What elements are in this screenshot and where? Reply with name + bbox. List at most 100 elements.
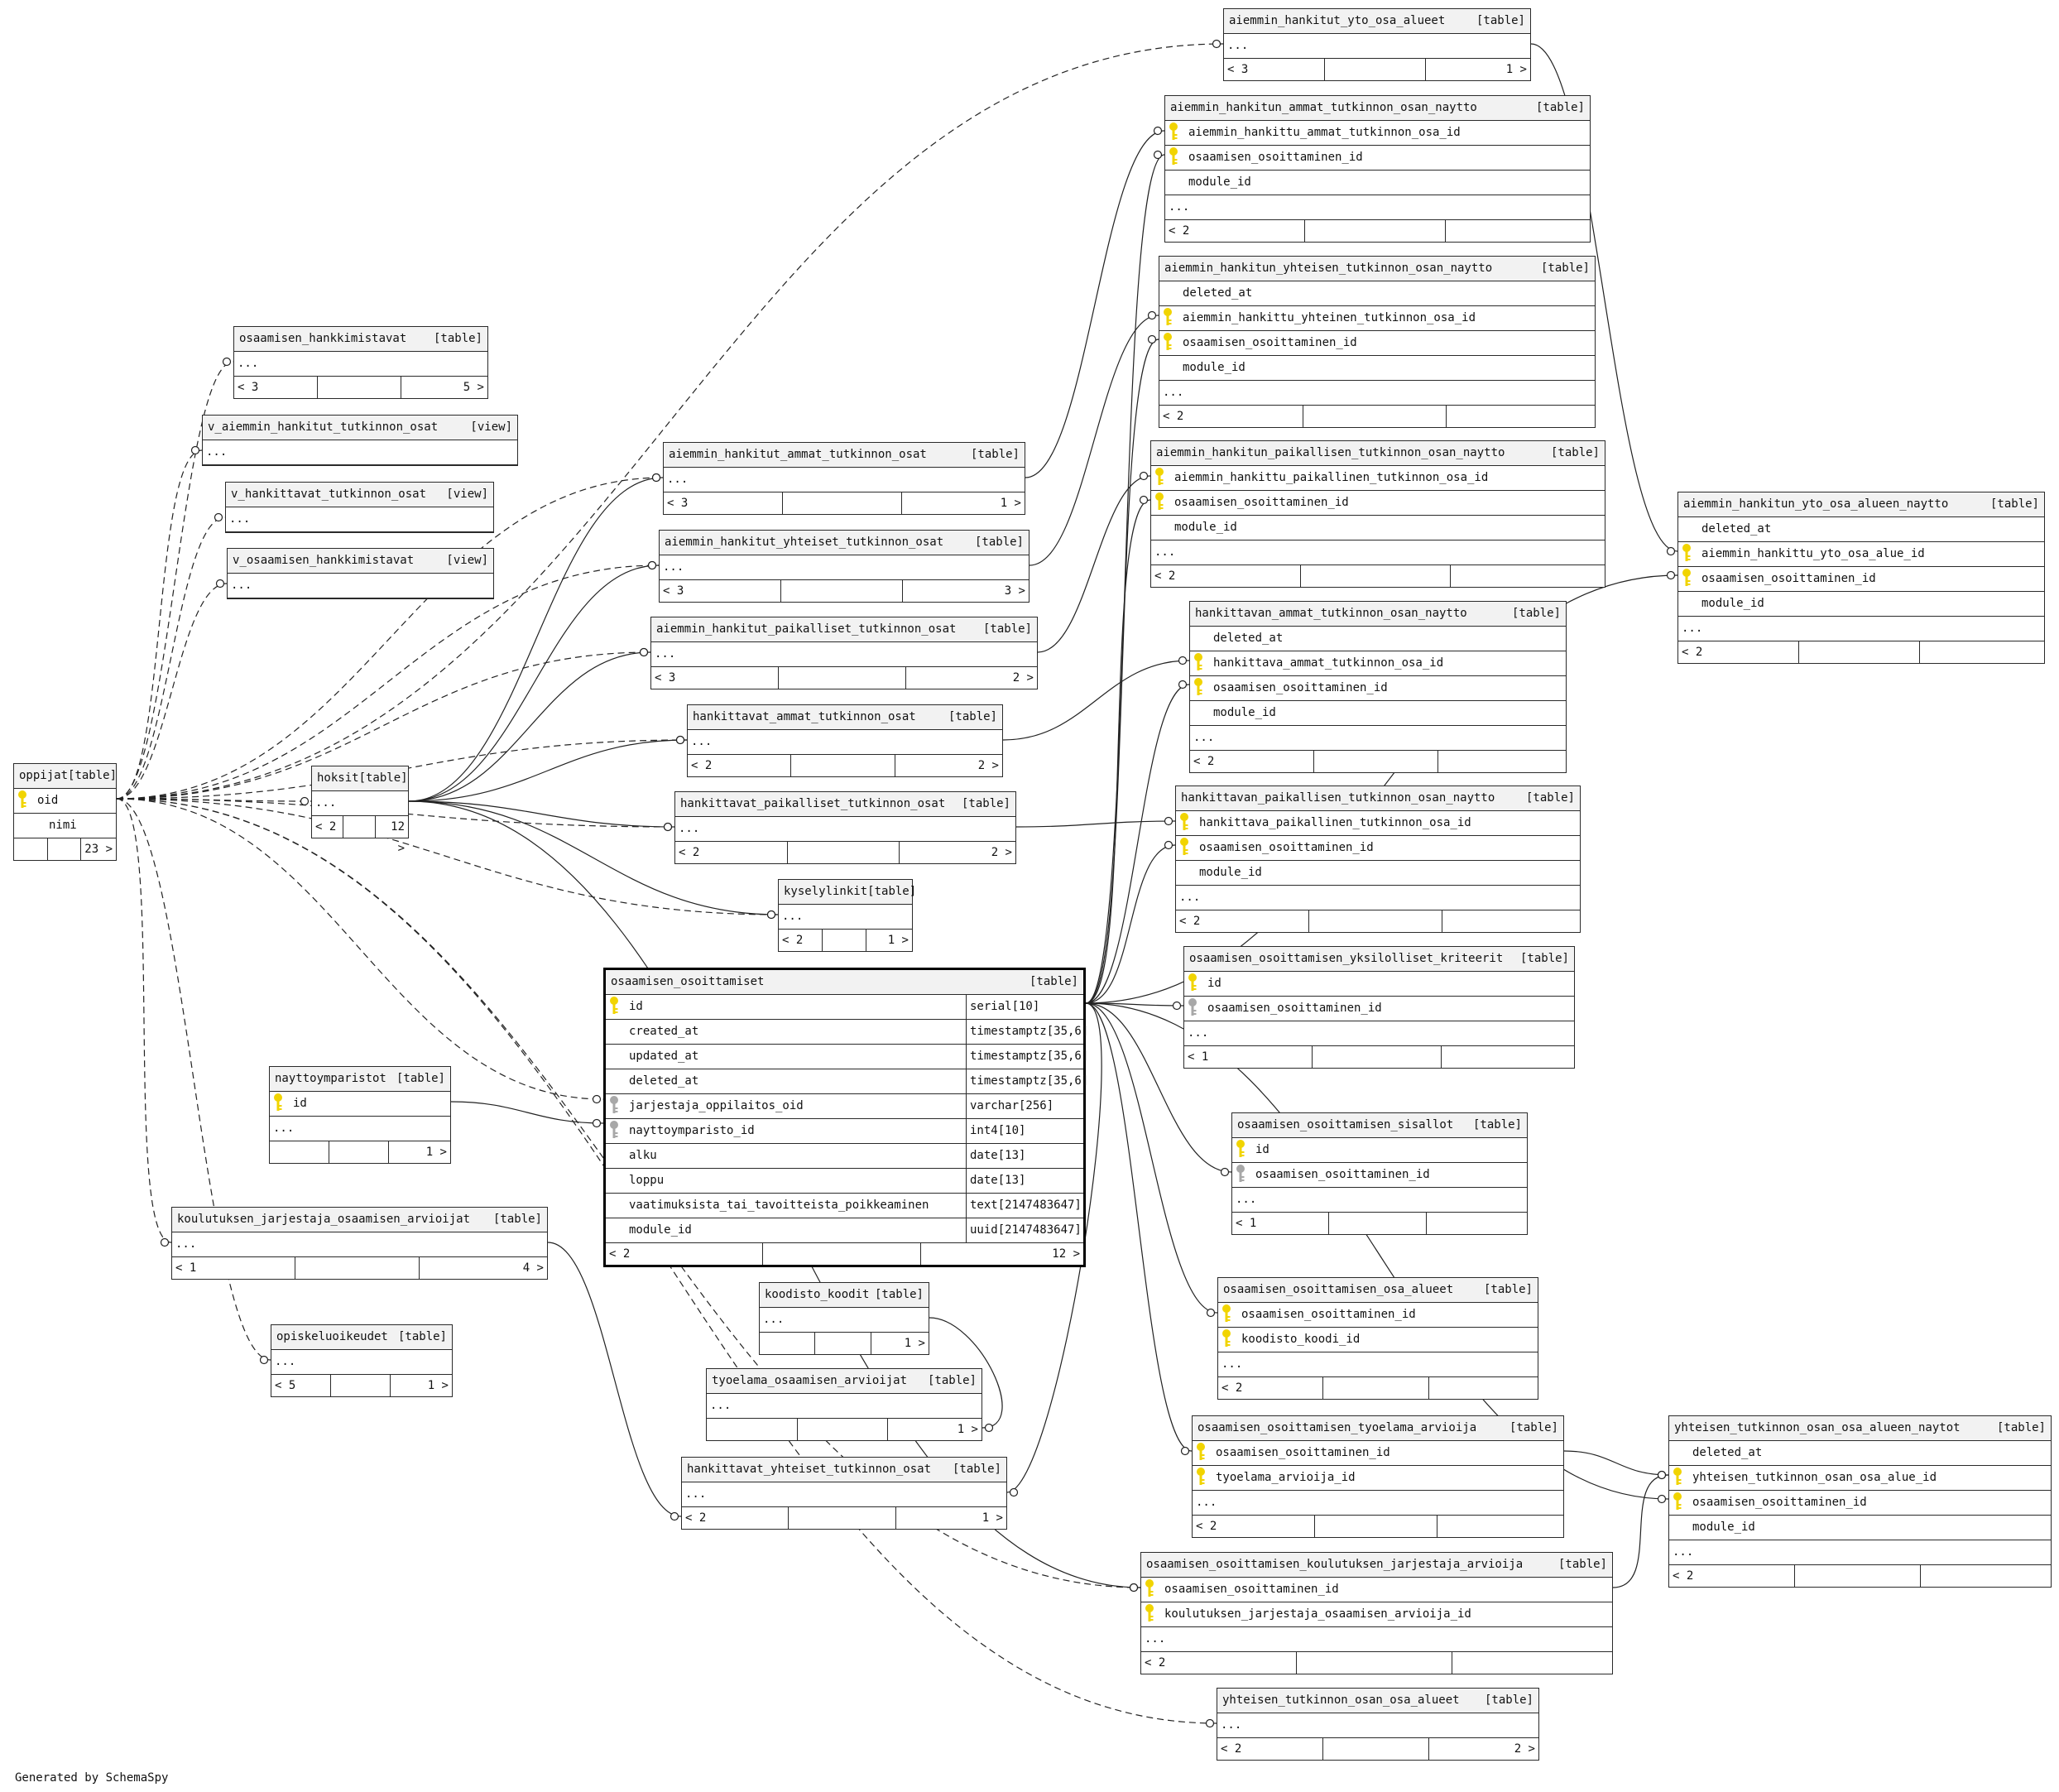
column-row[interactable]: aiemmin_hankittu_paikallinen_tutkinnon_o… xyxy=(1151,466,1605,491)
children-count[interactable]: < 2 xyxy=(1678,641,1799,663)
parents-count[interactable]: 1 > xyxy=(1000,497,1021,510)
more-columns-ellipsis[interactable]: ... xyxy=(1232,1188,1527,1213)
more-columns-ellipsis[interactable]: ... xyxy=(760,1308,929,1333)
table-header[interactable]: yhteisen_tutkinnon_osan_osa_alueet[table… xyxy=(1217,1689,1538,1713)
table-v-osaamisen-hankkimistavat[interactable]: v_osaamisen_hankkimistavat[view]... xyxy=(227,548,494,599)
table-header[interactable]: opiskeluoikeudet[table] xyxy=(271,1325,452,1350)
children-count[interactable]: < 2 xyxy=(606,1243,764,1265)
table-header[interactable]: osaamisen_osoittamiset[table] xyxy=(606,970,1083,995)
table-aiemmin-hankitut-yto-osa-alueet[interactable]: aiemmin_hankitut_yto_osa_alueet[table]..… xyxy=(1223,8,1531,81)
more-columns-ellipsis[interactable]: ... xyxy=(271,1350,452,1375)
column-row[interactable]: module_id xyxy=(1669,1516,2051,1540)
more-columns-ellipsis[interactable]: ... xyxy=(688,730,1002,755)
children-count[interactable]: < 3 xyxy=(651,667,779,689)
column-row[interactable]: osaamisen_osoittaminen_id xyxy=(1193,1441,1563,1466)
column-row[interactable]: osaamisen_osoittaminen_id xyxy=(1176,836,1580,861)
more-columns-ellipsis[interactable]: ... xyxy=(1190,726,1566,751)
children-count[interactable]: < 2 xyxy=(682,1507,790,1529)
column-row[interactable]: osaamisen_osoittaminen_id xyxy=(1141,1578,1612,1602)
table-osaamisen-osoittamisen-yksilolliset-kriteerit[interactable]: osaamisen_osoittamisen_yksilolliset_krit… xyxy=(1183,946,1575,1069)
column-row[interactable]: osaamisen_osoittaminen_id xyxy=(1151,491,1605,516)
table-tyoelama-osaamisen-arvioijat[interactable]: tyoelama_osaamisen_arvioijat[table]...1 … xyxy=(706,1368,982,1441)
parents-count[interactable] xyxy=(1921,1565,2051,1587)
table-hankittavat-paikalliset-tutkinnon-osat[interactable]: hankittavat_paikalliset_tutkinnon_osat[t… xyxy=(674,791,1016,864)
parents-count[interactable]: 1 > xyxy=(887,934,909,947)
table-header[interactable]: hoksit[table] xyxy=(312,766,408,791)
children-count[interactable]: < 2 xyxy=(779,930,823,951)
parents-count[interactable]: 1 > xyxy=(1505,63,1527,76)
more-columns-ellipsis[interactable]: ... xyxy=(1678,617,2044,641)
children-count[interactable]: < 2 xyxy=(1217,1738,1324,1760)
more-columns-ellipsis[interactable]: ... xyxy=(1141,1627,1612,1652)
children-count[interactable]: < 2 xyxy=(1165,220,1306,242)
children-count[interactable]: < 2 xyxy=(1669,1565,1796,1587)
table-header[interactable]: aiemmin_hankitut_yhteiset_tutkinnon_osat… xyxy=(660,531,1029,555)
table-koulutuksen-jarjestaja-osaamisen-arvioijat[interactable]: koulutuksen_jarjestaja_osaamisen_arvioij… xyxy=(171,1207,548,1280)
table-osaamisen-osoittamisen-osa-alueet[interactable]: osaamisen_osoittamisen_osa_alueet[table]… xyxy=(1217,1277,1538,1400)
children-count[interactable]: < 2 xyxy=(1218,1377,1324,1399)
more-columns-ellipsis[interactable]: ... xyxy=(660,555,1029,580)
table-aiemmin-hankitun-paikallisen-tutkinnon-osan-naytto[interactable]: aiemmin_hankitun_paikallisen_tutkinnon_o… xyxy=(1150,440,1605,588)
parents-count[interactable] xyxy=(1920,641,2044,663)
table-header[interactable]: osaamisen_hankkimistavat[table] xyxy=(234,327,487,352)
more-columns-ellipsis[interactable]: ... xyxy=(203,440,517,465)
column-row[interactable]: deleted_at xyxy=(1678,517,2044,542)
parents-count[interactable] xyxy=(1427,1213,1527,1234)
more-columns-ellipsis[interactable]: ... xyxy=(234,352,487,377)
parents-count[interactable]: 1 > xyxy=(904,1337,925,1350)
table-osaamisen-osoittamisen-sisallot[interactable]: osaamisen_osoittamisen_sisallot[table]id… xyxy=(1231,1112,1528,1235)
table-hankittavan-paikallisen-tutkinnon-osan-naytto[interactable]: hankittavan_paikallisen_tutkinnon_osan_n… xyxy=(1175,786,1581,933)
children-count[interactable]: < 1 xyxy=(1232,1213,1330,1234)
children-count[interactable]: < 2 xyxy=(1176,910,1310,932)
column-row[interactable]: nimi xyxy=(14,814,116,838)
column-row[interactable]: id xyxy=(1232,1138,1527,1163)
more-columns-ellipsis[interactable]: ... xyxy=(651,642,1037,667)
more-columns-ellipsis[interactable]: ... xyxy=(1224,34,1530,59)
table-header[interactable]: aiemmin_hankitun_paikallisen_tutkinnon_o… xyxy=(1151,441,1605,466)
column-row[interactable]: aiemmin_hankittu_yto_osa_alue_id xyxy=(1678,542,2044,567)
table-header[interactable]: hankittavat_ammat_tutkinnon_osat[table] xyxy=(688,705,1002,730)
table-aiemmin-hankitun-yto-osa-alueen-naytto[interactable]: aiemmin_hankitun_yto_osa_alueen_naytto[t… xyxy=(1677,492,2045,664)
table-header[interactable]: aiemmin_hankitut_yto_osa_alueet[table] xyxy=(1224,9,1530,34)
table-aiemmin-hankitut-paikalliset-tutkinnon-osat[interactable]: aiemmin_hankitut_paikalliset_tutkinnon_o… xyxy=(650,617,1038,689)
parents-count[interactable] xyxy=(1446,220,1590,242)
table-hankittavat-yhteiset-tutkinnon-osat[interactable]: hankittavat_yhteiset_tutkinnon_osat[tabl… xyxy=(681,1457,1007,1530)
column-row[interactable]: deleted_at xyxy=(1190,627,1566,651)
column-row[interactable]: osaamisen_osoittaminen_id xyxy=(1232,1163,1527,1188)
parents-count[interactable]: 2 > xyxy=(1514,1742,1535,1756)
table-header[interactable]: aiemmin_hankitun_ammat_tutkinnon_osan_na… xyxy=(1165,96,1590,121)
column-row[interactable]: module_id xyxy=(1151,516,1605,540)
table-header[interactable]: v_osaamisen_hankkimistavat[view] xyxy=(228,549,493,574)
table-header[interactable]: aiemmin_hankitut_ammat_tutkinnon_osat[ta… xyxy=(664,443,1025,468)
column-row[interactable]: osaamisen_osoittaminen_id xyxy=(1669,1491,2051,1516)
table-header[interactable]: koodisto_koodit[table] xyxy=(760,1283,929,1308)
column-row[interactable]: oid xyxy=(14,789,116,814)
table-header[interactable]: v_hankittavat_tutkinnon_osat[view] xyxy=(226,483,493,507)
more-columns-ellipsis[interactable]: ... xyxy=(226,507,493,532)
more-columns-ellipsis[interactable]: ... xyxy=(1669,1540,2051,1565)
more-columns-ellipsis[interactable]: ... xyxy=(779,905,912,930)
parents-count[interactable]: 12 > xyxy=(1052,1247,1080,1261)
more-columns-ellipsis[interactable]: ... xyxy=(1184,1021,1574,1046)
parents-count[interactable]: 23 > xyxy=(84,843,113,856)
column-row[interactable]: osaamisen_osoittaminen_id xyxy=(1218,1303,1538,1328)
table-header[interactable]: osaamisen_osoittamisen_sisallot[table] xyxy=(1232,1113,1527,1138)
column-row[interactable]: deleted_at xyxy=(1669,1441,2051,1466)
children-count[interactable]: < 1 xyxy=(1184,1046,1313,1068)
children-count[interactable] xyxy=(270,1141,329,1163)
table-header[interactable]: osaamisen_osoittamisen_tyoelama_arvioija… xyxy=(1193,1416,1563,1441)
more-columns-ellipsis[interactable]: ... xyxy=(1151,540,1605,565)
children-count[interactable]: < 3 xyxy=(1224,59,1326,80)
column-row[interactable]: aiemmin_hankittu_yhteinen_tutkinnon_osa_… xyxy=(1159,306,1595,331)
